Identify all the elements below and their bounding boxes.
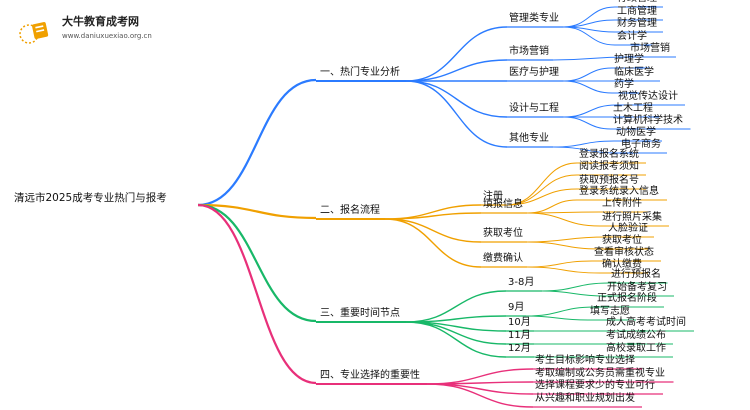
leaf-label: 考试成绩公布 xyxy=(606,330,666,341)
leaf-label: 护理学 xyxy=(614,54,644,65)
leaf-edge xyxy=(563,104,617,118)
logo-icon xyxy=(18,14,58,48)
branch-edge xyxy=(197,203,317,323)
brand-name: 大牛教育成考网 xyxy=(62,15,139,28)
subtopic-label: 3-8月 xyxy=(508,277,535,288)
leaf-edge xyxy=(541,282,610,292)
subtopic-edge xyxy=(405,321,507,345)
subtopic-label: 市场营销 xyxy=(509,46,549,57)
leaf-edge xyxy=(526,199,578,214)
leaf-edge xyxy=(552,146,620,154)
leaf-label: 计算机科学技术 xyxy=(613,115,683,126)
leaf-edge xyxy=(563,26,616,46)
subtopic-edge xyxy=(405,59,508,82)
leaf-edge xyxy=(563,67,613,82)
subtopic-edge xyxy=(384,218,482,268)
subtopic-label: 9月 xyxy=(508,302,525,313)
subtopic-edge xyxy=(405,315,507,323)
subtopic-label: 选择课程要求少的专业可行 xyxy=(535,380,655,391)
leaf-label: 行政管理 xyxy=(617,0,657,5)
branch-label: 三、重要时间节点 xyxy=(320,308,400,319)
leaf-edge xyxy=(505,174,578,206)
leaf-edge xyxy=(505,188,578,206)
subtopic-label: 11月 xyxy=(508,330,531,341)
subtopic-edge xyxy=(405,321,507,358)
subtopic-edge xyxy=(384,204,482,220)
leaf-label: 土木工程 xyxy=(613,103,653,114)
leaf-edge xyxy=(526,260,593,268)
subtopic-label: 从兴趣和职业规划出发 xyxy=(535,393,635,404)
leaf-label: 正式报名阶段 xyxy=(597,293,657,304)
subtopic-label: 管理类专业 xyxy=(509,13,559,24)
subtopic-edge xyxy=(405,26,508,82)
subtopic-edge xyxy=(384,218,482,243)
leaf-edge xyxy=(526,266,601,274)
leaf-label: 药学 xyxy=(614,79,634,90)
subtopic-label: 设计与工程 xyxy=(509,103,559,114)
leaf-edge xyxy=(552,140,615,148)
leaf-label: 进行预报名 xyxy=(611,269,661,280)
leaf-label: 财务管理 xyxy=(617,18,657,29)
branch-label: 二、报名流程 xyxy=(320,205,380,216)
leaf-edge xyxy=(526,236,607,243)
leaf-label: 进行照片采集 xyxy=(602,212,662,223)
branch-edge xyxy=(197,78,317,207)
branch-label: 四、专业选择的重要性 xyxy=(320,370,420,381)
leaf-label: 开始备考复习 xyxy=(607,282,667,293)
leaf-label: 阅读报考须知 xyxy=(579,161,639,172)
subtopic-edge xyxy=(405,290,507,323)
subtopic-label: 12月 xyxy=(508,343,531,354)
subtopic-label: 获取考位 xyxy=(483,228,523,239)
leaf-label: 填写志愿 xyxy=(590,306,630,317)
leaf-edge xyxy=(563,80,613,94)
branch-edge xyxy=(197,203,317,220)
leaf-edge xyxy=(552,56,629,61)
leaf-edge xyxy=(525,315,589,321)
subtopic-label: 其他专业 xyxy=(509,133,549,144)
leaf-label: 成人高考考试时间 xyxy=(606,317,686,328)
leaf-label: 高校录取工作 xyxy=(606,343,666,354)
leaf-label: 临床医学 xyxy=(614,67,654,78)
subtopic-edge xyxy=(384,212,482,220)
brand-url: www.daniuxuexiao.org.cn xyxy=(62,32,152,40)
leaf-label: 登录报名系统 xyxy=(579,149,639,160)
subtopic-label: 10月 xyxy=(508,317,531,328)
branch-edge xyxy=(197,203,317,385)
subtopic-label: 考生目标影响专业选择 xyxy=(535,355,635,366)
leaf-label: 登录系统录入信息 xyxy=(579,186,659,197)
subtopic-label: 缴费确认 xyxy=(483,253,523,264)
leaf-edge xyxy=(541,290,606,297)
leaf-label: 工商管理 xyxy=(617,6,657,17)
leaf-label: 确认缴费 xyxy=(602,259,642,270)
leaf-label: 查看审核状态 xyxy=(594,247,654,258)
leaf-label: 获取考位 xyxy=(602,235,642,246)
subtopic-edge xyxy=(405,80,508,118)
leaf-label: 会计学 xyxy=(617,31,647,42)
subtopic-label: 医疗与护理 xyxy=(509,67,559,78)
root-topic: 清远市2025成考专业热门与报考 xyxy=(14,192,167,204)
leaf-label: 电子商务 xyxy=(621,139,661,150)
leaf-edge xyxy=(526,241,601,250)
leaf-edge xyxy=(526,212,601,227)
leaf-label: 上传附件 xyxy=(602,198,642,209)
subtopic-label: 考取编制或公务员需重视专业 xyxy=(535,368,665,379)
leaf-label: 市场营销 xyxy=(630,43,670,54)
subtopic-edge xyxy=(405,80,508,148)
leaf-label: 获取预报名号 xyxy=(579,175,639,186)
leaf-label: 动物医学 xyxy=(616,127,656,138)
leaf-edge xyxy=(525,306,596,317)
branch-label: 一、热门专业分析 xyxy=(320,67,400,78)
leaf-edge xyxy=(563,116,612,130)
leaf-label: 人脸验证 xyxy=(608,223,648,234)
subtopic-label: 注册 xyxy=(483,191,503,202)
subtopic-edge xyxy=(426,383,534,408)
leaf-label: 视觉传达设计 xyxy=(618,91,678,102)
subtopic-label: 填报信息 xyxy=(483,199,523,210)
